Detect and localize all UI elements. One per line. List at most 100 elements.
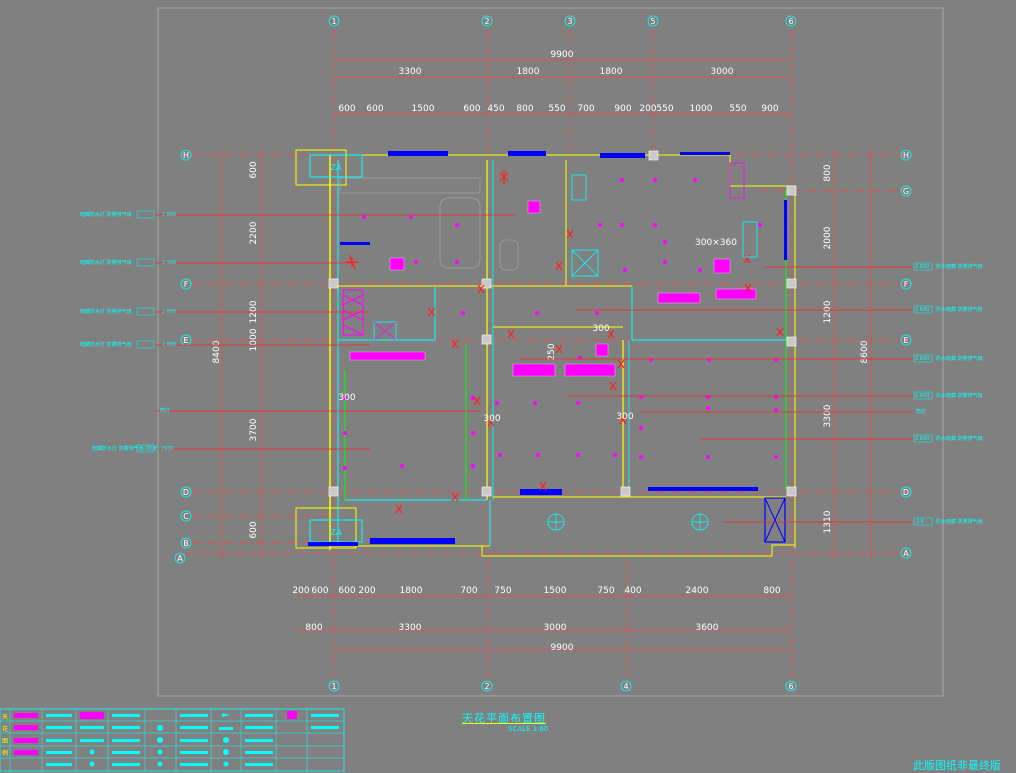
tag-left: 2.600 [162, 309, 176, 315]
drawing-scale: SCALE 1:60 [508, 725, 549, 733]
tag-right: 2.600 [915, 393, 929, 399]
dim-top-row3: 550 [729, 104, 746, 114]
tag-left: 2.600 [162, 342, 176, 348]
note-left: 筒灯 [160, 407, 170, 414]
left-notes: 暗藏防水灯 防雾排气扇 2.600 暗藏防水灯 防雾排气扇 2.500 暗藏防水… [80, 210, 176, 453]
axis-bubble-right [900, 278, 912, 290]
dim-left: 2200 [249, 221, 259, 244]
bottom-axis-bubbles: 1 2 4 6 [328, 680, 797, 692]
tag-right: 2.600 [915, 356, 929, 362]
axis-label-left: E [183, 336, 188, 345]
dim-top-row2: 1800 [517, 67, 540, 77]
dim-top-row3: 600 [366, 104, 383, 114]
axis-grid-vertical [333, 30, 792, 678]
inner-label: 300 [616, 412, 633, 422]
axis-label-bottom: 6 [788, 682, 793, 691]
axis-bubble-bottom [481, 680, 493, 692]
axis-label-right: E [903, 336, 908, 345]
dim-bottom-row1: 750 [494, 586, 511, 596]
axis-bubble-top [785, 15, 797, 27]
axis-bubble-right [900, 486, 912, 498]
axis-bubble-right [900, 334, 912, 346]
dim-bottom-row1: 700 [460, 586, 477, 596]
left-dimension-lines [221, 150, 263, 560]
legend-side-label: 例 [2, 749, 8, 757]
drawing-frame [157, 7, 944, 697]
svg-text:ZA: ZA [331, 528, 342, 537]
axis-bubble-left [174, 552, 186, 564]
left-leaders [155, 214, 515, 450]
axis-label-left: D [183, 488, 189, 497]
dim-top-row3: 600 [338, 104, 355, 114]
ac-unit-top-left: ZA [309, 154, 363, 178]
tag-right: 2.600 [915, 307, 929, 313]
inner-label: 250 [547, 343, 557, 360]
axis-label-left: F [184, 280, 189, 289]
axis-bubble-right [900, 547, 912, 559]
note-right: 防水暗藏 防雾排气扇 [936, 518, 983, 525]
axis-bubble-left [180, 510, 192, 522]
axis-label-top: 2 [484, 17, 489, 26]
round-fixtures [373, 162, 758, 531]
stair-hatch [342, 289, 364, 336]
axis-label-left: C [183, 512, 189, 521]
note-left: 暗藏防水灯 防雾排气扇 [80, 211, 132, 218]
axis-label-right: F [904, 280, 909, 289]
axis-label-right: H [903, 151, 909, 160]
axis-label-bottom: 1 [331, 682, 336, 691]
right-notes: 2.600 防水暗藏 防雾排气扇 2.600 防水暗藏 防雾排气扇 2.600 … [913, 262, 983, 526]
axis-label-top: 6 [788, 17, 793, 26]
tag-right: 2.600 [915, 264, 929, 270]
axis-bubble-left [180, 537, 192, 549]
dim-top-row3: 700 [577, 104, 594, 114]
dim-top-row2: 3300 [399, 67, 422, 77]
note-left: 暗藏防水灯 防雾排气扇 [80, 341, 132, 348]
dim-bottom-row1-group: 200 600 600 200 1800 700 750 1500 750 40… [292, 586, 780, 596]
dim-top-row3: 550 [548, 104, 565, 114]
dim-left-total: 8400 [212, 340, 222, 363]
downlights [343, 178, 778, 470]
ac-unit-bottom-left: ZA [309, 519, 363, 543]
right-axis-bubbles: H G F E D A [900, 149, 912, 559]
watermark: 此版图纸非最终版 [913, 759, 1001, 772]
dim-bottom-row1: 1500 [544, 586, 567, 596]
dim-bottom-row1: 200 [292, 586, 309, 596]
axis-bubble-left [180, 278, 192, 290]
red-fixture-marks [346, 170, 784, 514]
dim-top-row3: 200 [639, 104, 656, 114]
ac-unit-right [764, 497, 786, 543]
dim-top-row3: 450 [487, 104, 504, 114]
note-right: 防水暗藏 防雾排气扇 [936, 355, 983, 362]
axis-label-left: A [177, 554, 183, 563]
columns [328, 150, 797, 497]
axis-bubble-bottom [785, 680, 797, 692]
dim-top-row3: 1500 [412, 104, 435, 114]
axis-bubble-right [900, 185, 912, 197]
dim-bottom-row1: 1800 [400, 586, 423, 596]
note-right: 防水暗藏 防雾排气扇 [936, 263, 983, 270]
dim-right: 1200 [823, 300, 833, 323]
dim-left: 3700 [249, 418, 259, 441]
dim-left: 600 [249, 161, 259, 178]
tag-left: 2.500 [162, 260, 176, 266]
note-left: 暗藏防水灯 防雾排气扇 [80, 308, 132, 315]
note-left: 暗藏防水灯 防雾排气扇 [80, 259, 132, 266]
top-dimension-lines [334, 59, 791, 115]
bottom-dimension-lines [296, 595, 791, 651]
dim-bottom-total: 9900 [551, 643, 574, 653]
inner-label: 300 [592, 324, 609, 334]
dim-top-row3: 550 [656, 104, 673, 114]
axis-bubble-top [328, 15, 340, 27]
dim-top-row3: 800 [516, 104, 533, 114]
inner-label: 300×360 [695, 238, 737, 248]
dim-bottom-row2: 800 [305, 623, 322, 633]
note-right: 防水暗藏 防雾排气扇 [936, 392, 983, 399]
dim-right: 2000 [823, 226, 833, 249]
window-bars [308, 151, 787, 546]
axis-label-right: A [903, 549, 909, 558]
axis-label-right: G [903, 187, 909, 196]
axis-label-left: B [183, 539, 189, 548]
tag-right: 2.600 [915, 436, 929, 442]
dim-right-total: 8600 [860, 340, 870, 363]
